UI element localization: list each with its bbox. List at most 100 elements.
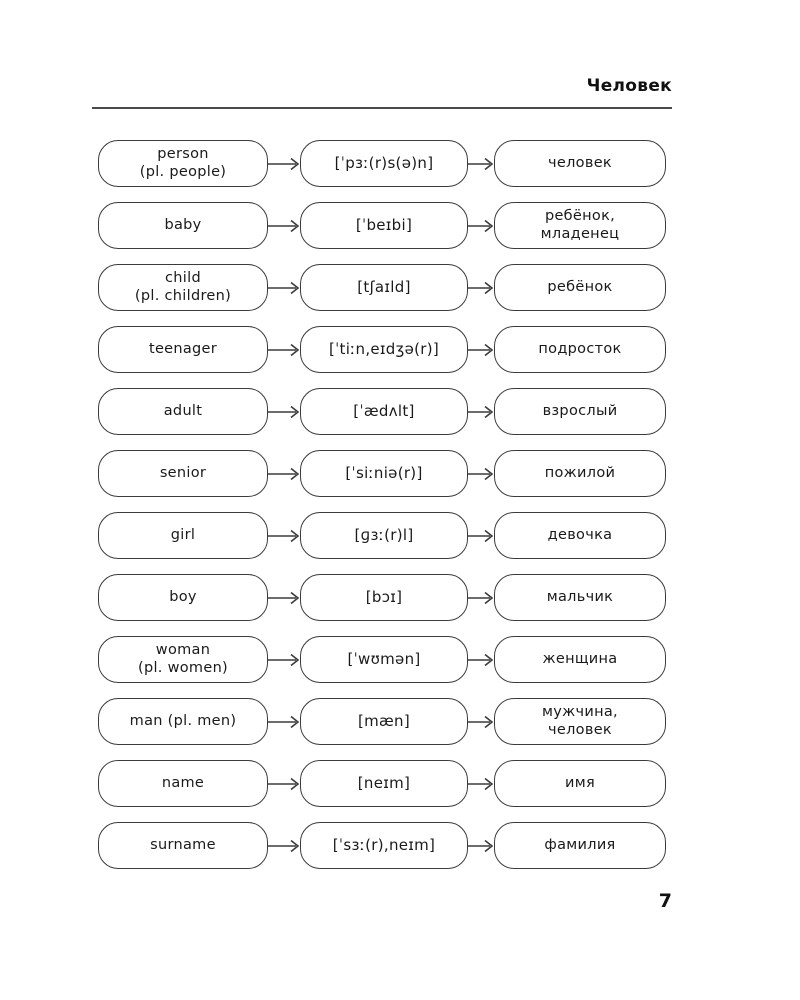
- transcription-box: [ɡɜː(r)l]: [300, 512, 468, 559]
- english-word-label: baby: [164, 216, 202, 233]
- english-word-label: child (pl. children): [134, 269, 232, 304]
- vocab-row: teenager [ˈtiːn,eɪdʒə(r)] подросток: [98, 326, 666, 373]
- arrow-right-icon: [268, 574, 300, 621]
- vocab-row: child (pl. children) [tʃaɪld] ребёнок: [98, 264, 666, 311]
- translation-label: женщина: [542, 650, 618, 667]
- transcription-label: [mæn]: [357, 712, 411, 731]
- arrow-right-icon: [268, 822, 300, 869]
- arrow-right-icon: [268, 202, 300, 249]
- english-word-label: adult: [163, 402, 203, 419]
- arrow-right-icon: [468, 698, 494, 745]
- transcription-box: [ˈsiːniə(r)]: [300, 450, 468, 497]
- arrow-right-icon: [468, 140, 494, 187]
- vocab-row: surname [ˈsɜː(r),neɪm] фамилия: [98, 822, 666, 869]
- translation-box: ребёнок, младенец: [494, 202, 666, 249]
- english-word-box: woman (pl. women): [98, 636, 268, 683]
- transcription-box: [ˈtiːn,eɪdʒə(r)]: [300, 326, 468, 373]
- arrow-right-icon: [468, 760, 494, 807]
- english-word-box: senior: [98, 450, 268, 497]
- transcription-label: [bɔɪ]: [365, 588, 403, 607]
- english-word-label: person (pl. people): [139, 145, 227, 180]
- translation-label: подросток: [538, 340, 622, 357]
- english-word-box: man (pl. men): [98, 698, 268, 745]
- translation-label: девочка: [547, 526, 613, 543]
- arrow-right-icon: [468, 264, 494, 311]
- arrow-right-icon: [268, 264, 300, 311]
- vocab-row: adult [ˈædʌlt] взрослый: [98, 388, 666, 435]
- translation-label: мальчик: [546, 588, 614, 605]
- transcription-box: [ˈædʌlt]: [300, 388, 468, 435]
- page-number: 7: [658, 890, 672, 912]
- transcription-label: [ˈsiːniə(r)]: [345, 464, 423, 483]
- vocab-row: baby [ˈbeɪbi] ребёнок, младенец: [98, 202, 666, 249]
- english-word-label: girl: [170, 526, 196, 543]
- arrow-right-icon: [268, 760, 300, 807]
- arrow-right-icon: [468, 574, 494, 621]
- arrow-right-icon: [468, 326, 494, 373]
- arrow-right-icon: [268, 698, 300, 745]
- arrow-right-icon: [268, 140, 300, 187]
- transcription-box: [ˈpɜː(r)s(ə)n]: [300, 140, 468, 187]
- transcription-label: [ˈtiːn,eɪdʒə(r)]: [328, 340, 440, 359]
- translation-box: человек: [494, 140, 666, 187]
- translation-box: мальчик: [494, 574, 666, 621]
- translation-label: человек: [548, 154, 612, 171]
- arrow-right-icon: [468, 388, 494, 435]
- transcription-label: [ɡɜː(r)l]: [354, 526, 414, 545]
- transcription-box: [ˈsɜː(r),neɪm]: [300, 822, 468, 869]
- header-divider: [92, 107, 672, 109]
- vocab-row: name [neɪm] имя: [98, 760, 666, 807]
- transcription-label: [ˈpɜː(r)s(ə)n]: [334, 154, 434, 173]
- english-word-box: baby: [98, 202, 268, 249]
- arrow-right-icon: [468, 512, 494, 559]
- translation-box: подросток: [494, 326, 666, 373]
- page-title: Человек: [586, 76, 672, 96]
- arrow-right-icon: [268, 512, 300, 559]
- transcription-label: [ˈbeɪbi]: [355, 216, 413, 235]
- arrow-right-icon: [468, 450, 494, 497]
- transcription-label: [tʃaɪld]: [357, 278, 411, 297]
- english-word-box: adult: [98, 388, 268, 435]
- english-word-label: surname: [150, 836, 216, 853]
- english-word-box: teenager: [98, 326, 268, 373]
- vocab-row: senior [ˈsiːniə(r)] пожилой: [98, 450, 666, 497]
- arrow-right-icon: [468, 202, 494, 249]
- english-word-label: senior: [159, 464, 207, 481]
- english-word-label: teenager: [148, 340, 218, 357]
- vocab-row: girl [ɡɜː(r)l] девочка: [98, 512, 666, 559]
- translation-label: ребёнок, младенец: [540, 207, 620, 242]
- translation-box: пожилой: [494, 450, 666, 497]
- english-word-box: person (pl. people): [98, 140, 268, 187]
- translation-label: взрослый: [542, 402, 618, 419]
- translation-box: ребёнок: [494, 264, 666, 311]
- translation-box: девочка: [494, 512, 666, 559]
- transcription-label: [ˈædʌlt]: [353, 402, 415, 421]
- translation-label: ребёнок: [547, 278, 613, 295]
- english-word-label: boy: [169, 588, 197, 605]
- english-word-label: name: [161, 774, 205, 791]
- vocab-row: person (pl. people) [ˈpɜː(r)s(ə)n] челов…: [98, 140, 666, 187]
- english-word-label: woman (pl. women): [137, 641, 229, 676]
- english-word-box: name: [98, 760, 268, 807]
- transcription-box: [mæn]: [300, 698, 468, 745]
- english-word-box: child (pl. children): [98, 264, 268, 311]
- transcription-box: [bɔɪ]: [300, 574, 468, 621]
- translation-box: взрослый: [494, 388, 666, 435]
- english-word-box: boy: [98, 574, 268, 621]
- transcription-box: [tʃaɪld]: [300, 264, 468, 311]
- translation-box: фамилия: [494, 822, 666, 869]
- english-word-label: man (pl. men): [129, 712, 237, 729]
- arrow-right-icon: [468, 636, 494, 683]
- translation-box: имя: [494, 760, 666, 807]
- arrow-right-icon: [268, 388, 300, 435]
- translation-box: женщина: [494, 636, 666, 683]
- arrow-right-icon: [268, 636, 300, 683]
- transcription-box: [ˈwʊmən]: [300, 636, 468, 683]
- transcription-box: [neɪm]: [300, 760, 468, 807]
- arrow-right-icon: [268, 450, 300, 497]
- transcription-box: [ˈbeɪbi]: [300, 202, 468, 249]
- vocab-rows: person (pl. people) [ˈpɜː(r)s(ə)n] челов…: [98, 140, 666, 884]
- translation-label: пожилой: [544, 464, 616, 481]
- translation-label: мужчина, человек: [542, 703, 618, 738]
